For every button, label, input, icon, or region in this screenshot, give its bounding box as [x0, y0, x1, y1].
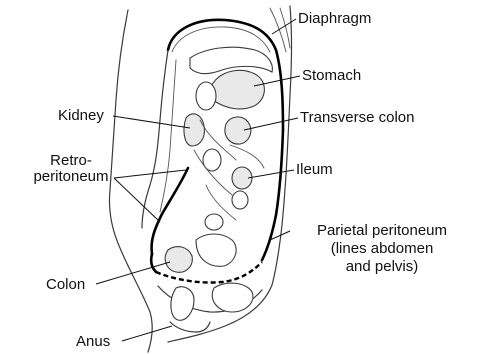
- stomach-shape: [210, 70, 265, 109]
- label-anus: Anus: [76, 333, 110, 350]
- label-colon: Colon: [46, 276, 85, 293]
- label-retroperitoneum-2: peritoneum: [28, 168, 114, 185]
- leader-anus: [122, 326, 172, 341]
- bladder-shape: [212, 283, 253, 312]
- leader-transverse-colon: [244, 118, 298, 130]
- parietal-peritoneum-back: [151, 254, 156, 272]
- leader-ileum: [248, 170, 294, 178]
- label-stomach: Stomach: [302, 67, 361, 84]
- spine-outline: [160, 60, 176, 212]
- label-ileum: Ileum: [296, 161, 333, 178]
- leader-kidney: [113, 116, 190, 128]
- label-retroperitoneum-1: Retro-: [28, 152, 114, 169]
- kidney-shape: [184, 114, 204, 146]
- label-kidney: Kidney: [58, 107, 104, 124]
- label-parietal-peritoneum-1: Parietal peritoneum: [292, 222, 472, 239]
- rectum-shape: [171, 287, 194, 321]
- body-outline-back: [109, 10, 152, 352]
- lower-organ-1: [196, 234, 236, 266]
- colon-shape: [165, 247, 192, 273]
- liver-shape: [190, 47, 272, 73]
- anal-canal: [170, 322, 210, 332]
- small-intestine-loop-4: [205, 214, 223, 230]
- transverse-colon-shape: [225, 117, 251, 144]
- small-intestine-loop-3: [232, 191, 248, 209]
- label-parietal-peritoneum-3: and pelvis): [292, 258, 472, 275]
- leader-retro-2: [114, 178, 160, 222]
- label-parietal-peritoneum-2: (lines abdomen: [292, 240, 472, 257]
- small-intestine-loop-1: [196, 82, 216, 110]
- posterior-wall: [142, 50, 168, 228]
- leader-retro-1: [114, 170, 186, 178]
- retroperitoneum-line: [152, 168, 188, 254]
- label-transverse-colon: Transverse colon: [300, 109, 415, 126]
- label-diaphragm: Diaphragm: [298, 10, 371, 27]
